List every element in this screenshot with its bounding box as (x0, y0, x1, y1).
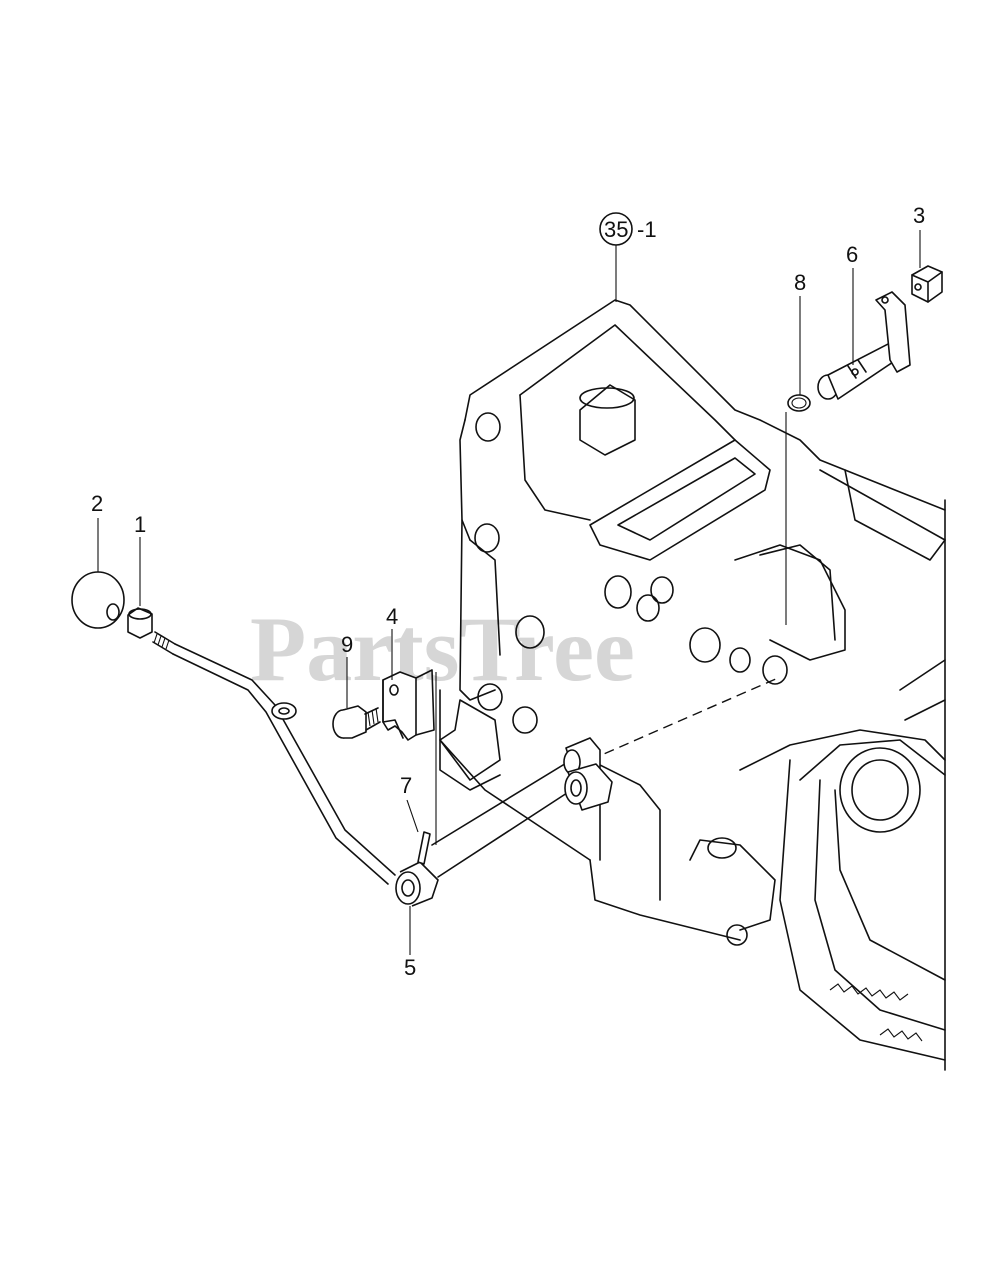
callout-8: 8 (794, 270, 806, 295)
callout-3: 3 (913, 203, 925, 228)
bushing-lower (564, 763, 613, 811)
callout-1: 1 (134, 512, 146, 537)
part-6-shaft (817, 291, 911, 400)
assembly-center-line (589, 677, 779, 761)
watermark: PartsTree (250, 598, 635, 700)
callout-6: 6 (846, 242, 858, 267)
callout-ref-35-1: 35 -1 (599, 212, 657, 246)
callout-7: 7 (400, 773, 412, 798)
part-7-pin (417, 831, 431, 865)
part-5-collar (395, 861, 439, 907)
callout-5: 5 (404, 955, 416, 980)
ref-circle-number: 35 (604, 217, 628, 242)
leader-7 (406, 799, 419, 833)
part-3-nut (911, 265, 943, 303)
callout-9: 9 (341, 632, 353, 657)
part-1-nut (127, 607, 153, 639)
rod-washer (271, 702, 297, 720)
part-9-bolt (332, 705, 381, 739)
callout-4: 4 (386, 604, 398, 629)
part-4-bracket (382, 669, 435, 741)
part-2-knob (71, 571, 125, 629)
ref-suffix: -1 (637, 217, 657, 242)
part-8-o-ring (787, 394, 811, 412)
transmission-housing (439, 299, 946, 1071)
callout-2: 2 (91, 491, 103, 516)
